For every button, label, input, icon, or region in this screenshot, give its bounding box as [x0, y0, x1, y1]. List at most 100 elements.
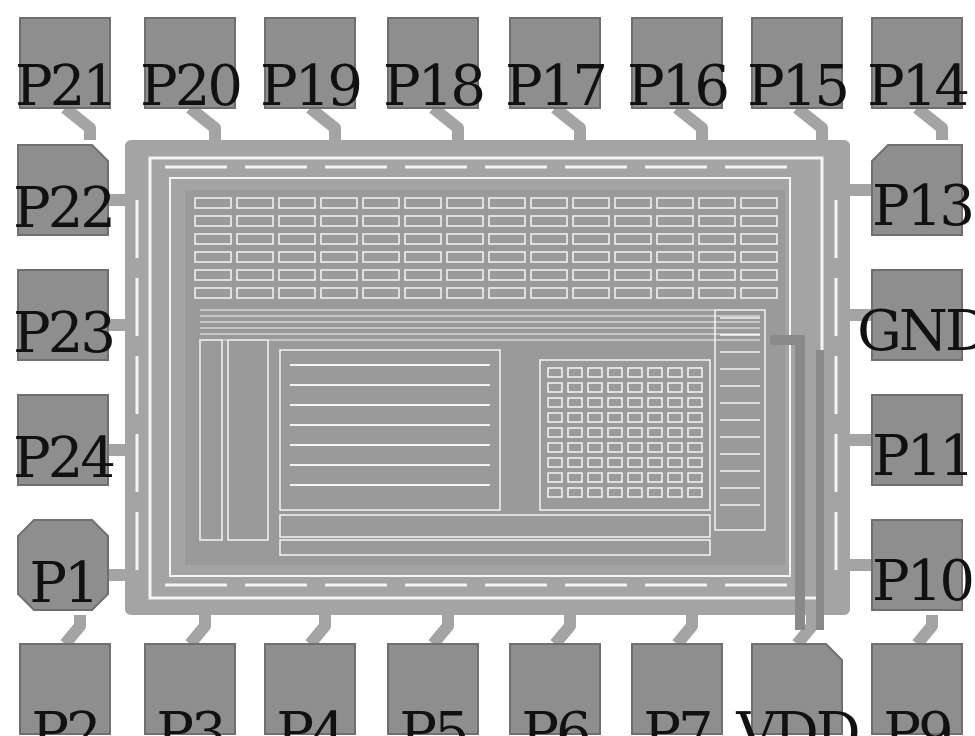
pad-label-p19: P19 [260, 54, 360, 119]
array-cell [567, 427, 583, 438]
cell-block [656, 197, 694, 209]
cell-block [740, 215, 778, 227]
cell-block [530, 233, 568, 245]
array-cell [567, 487, 583, 498]
array-cell [627, 442, 643, 453]
array-cell [647, 457, 663, 468]
left-block [199, 339, 223, 541]
wire-p7 [672, 615, 698, 648]
cell-block [488, 197, 526, 209]
cell-block [446, 251, 484, 263]
array-cell [607, 367, 623, 378]
cell-block [614, 197, 652, 209]
cell-block [488, 251, 526, 263]
cell-block [572, 251, 610, 263]
pad-label-p13: P13 [872, 174, 972, 239]
array-cell [647, 382, 663, 393]
array-cell [587, 382, 603, 393]
cell-block [698, 233, 736, 245]
pad-label-p24: P24 [13, 426, 113, 491]
array-cell [587, 487, 603, 498]
array-cell [567, 382, 583, 393]
pad-label-p1: P1 [29, 551, 96, 616]
right-column [714, 309, 766, 531]
pad-p17 [509, 17, 601, 109]
pad-label-p17: P17 [505, 54, 605, 119]
array-cell [667, 412, 683, 423]
cell-block [320, 251, 358, 263]
wire-p2 [60, 615, 86, 648]
die-core [125, 140, 850, 615]
array-cell [627, 472, 643, 483]
pad-label-p5: P5 [399, 701, 466, 736]
pad-vdd [751, 643, 843, 735]
array-cell [567, 367, 583, 378]
ring-trace-inner [169, 177, 791, 577]
array-cell [687, 457, 703, 468]
pad-p19 [264, 17, 356, 109]
cell-block [530, 269, 568, 281]
wire-p21 [61, 103, 96, 140]
cell-block [194, 287, 232, 299]
cell-block [656, 269, 694, 281]
cell-block [404, 269, 442, 281]
array-cell [587, 397, 603, 408]
cell-block [236, 251, 274, 263]
wire-p16 [673, 103, 708, 140]
cell-block [614, 251, 652, 263]
pad-label-p3: P3 [156, 701, 223, 736]
cell-block [614, 233, 652, 245]
pad-p10 [871, 519, 963, 611]
array-cell [547, 487, 563, 498]
array-cell [667, 457, 683, 468]
array-cell [607, 457, 623, 468]
cell-block [404, 287, 442, 299]
cell-block [236, 269, 274, 281]
array-cell [627, 487, 643, 498]
pad-p21 [19, 17, 111, 109]
array-cell [687, 367, 703, 378]
cell-block [698, 251, 736, 263]
array-cell [647, 472, 663, 483]
array-cell [627, 412, 643, 423]
pad-p16 [631, 17, 723, 109]
cell-block [194, 233, 232, 245]
cell-block [362, 251, 400, 263]
array-cell [587, 412, 603, 423]
pad-label-p7: P7 [643, 701, 710, 736]
bond-pads [17, 17, 963, 735]
pad-label-p22: P22 [13, 176, 113, 241]
cell-block [194, 215, 232, 227]
cell-block [614, 287, 652, 299]
array-cell [687, 487, 703, 498]
pad-p24 [17, 394, 109, 486]
cell-block [488, 233, 526, 245]
cell-block [740, 233, 778, 245]
cell-block [194, 251, 232, 263]
cell-block [698, 197, 736, 209]
array-cell [687, 472, 703, 483]
cell-block [488, 215, 526, 227]
cell-block [194, 197, 232, 209]
array-cell [667, 397, 683, 408]
pad-label-p14: P14 [867, 54, 967, 119]
array-cell [567, 412, 583, 423]
cell-block [278, 287, 316, 299]
pad-connections [60, 103, 948, 648]
cell-block [446, 269, 484, 281]
cell-block [614, 269, 652, 281]
internal-circuitry [194, 197, 824, 630]
array-cell [547, 412, 563, 423]
cell-block [698, 269, 736, 281]
cell-block [572, 233, 610, 245]
array-cell [587, 427, 603, 438]
cell-block [446, 197, 484, 209]
array-cell [667, 367, 683, 378]
pad-p22 [17, 144, 109, 236]
array-cell [587, 472, 603, 483]
cell-block [320, 215, 358, 227]
array-cell [547, 427, 563, 438]
array-cell [687, 412, 703, 423]
pad-label-p11: P11 [872, 424, 972, 489]
